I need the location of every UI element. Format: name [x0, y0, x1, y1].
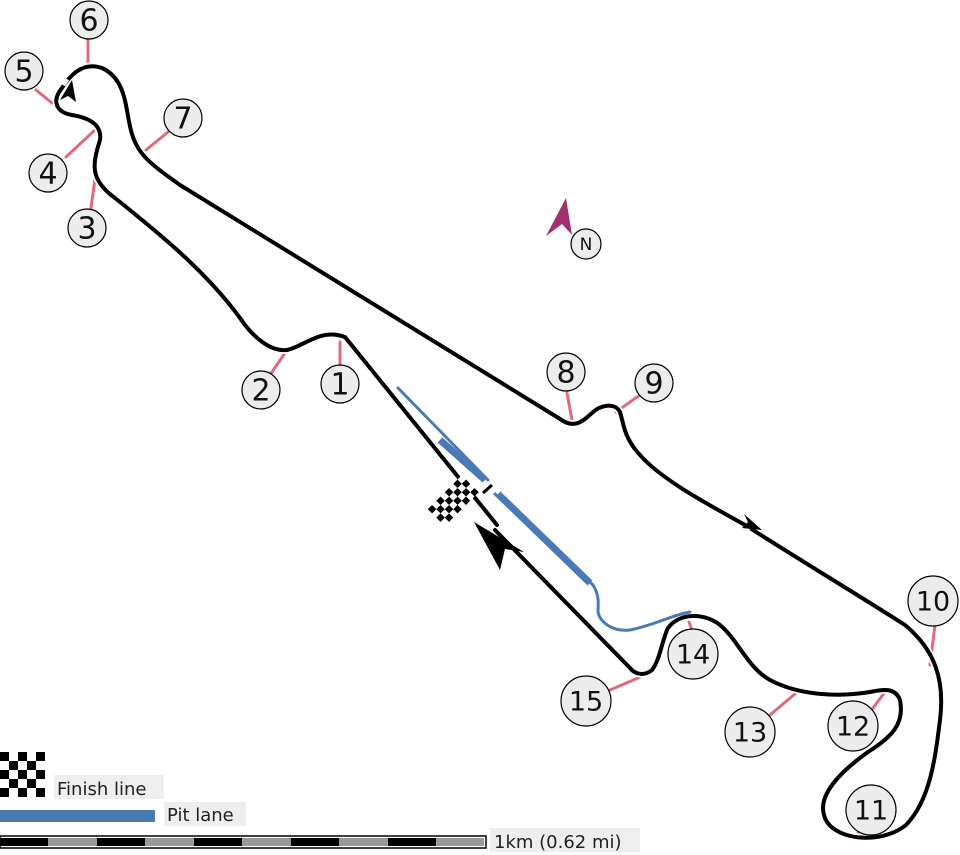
turn-7-label: 7: [173, 102, 192, 137]
legend-pit-lane-swatch: [0, 810, 155, 822]
turn-15: 15: [560, 675, 612, 727]
turn-4-label: 4: [38, 157, 57, 192]
turn-6: 6: [69, 0, 109, 40]
turn-14-label: 14: [676, 640, 710, 671]
direction-arrow-hairpin: [60, 80, 76, 102]
turn-3-label: 3: [77, 212, 96, 247]
legend-finish-line-label: Finish line: [57, 779, 146, 800]
turn-8: 8: [546, 352, 586, 392]
finish-line-mark: [482, 483, 493, 495]
turn-labels: 1 2 3 4 5 6 7 8 9 10 11 12 13 14 15: [4, 0, 959, 836]
turn-1-label: 1: [330, 368, 349, 403]
turn-5-label: 5: [14, 55, 33, 90]
race-track: [54, 64, 944, 840]
turn-14: 14: [667, 628, 719, 680]
turn-7: 7: [163, 98, 203, 138]
turn-12-label: 12: [836, 712, 870, 743]
turn-8-label: 8: [556, 356, 575, 391]
turn-10: 10: [907, 575, 959, 627]
legend: Finish line Pit lane: [0, 752, 246, 826]
turn-3: 3: [67, 208, 107, 248]
north-label: N: [580, 235, 593, 255]
turn-10-label: 10: [916, 587, 950, 618]
scale-label: 1km (0.62 mi): [494, 832, 622, 853]
turn-6-label: 6: [79, 4, 98, 39]
turn-12: 12: [827, 700, 879, 752]
turn-11: 11: [845, 784, 897, 836]
turn-9: 9: [634, 363, 674, 403]
direction-arrow-main: [474, 522, 524, 570]
legend-pit-lane-label: Pit lane: [167, 805, 234, 826]
turn-marker-lines: [34, 38, 937, 835]
track-outline: [52, 62, 945, 842]
turn-2-label: 2: [251, 374, 270, 409]
turn-13-label: 13: [733, 718, 767, 749]
scale-bar: 1km (0.62 mi): [0, 828, 640, 853]
turn-15-label: 15: [569, 687, 603, 718]
turn-11-label: 11: [854, 796, 888, 827]
pit-lane-wide: [437, 437, 593, 586]
turn-1: 1: [320, 364, 360, 404]
track-breaks: [60, 77, 751, 538]
turn-13: 13: [724, 706, 776, 758]
turn-5: 5: [4, 51, 44, 91]
turn-9-label: 9: [644, 367, 663, 402]
direction-arrow-straight: [742, 514, 762, 530]
north-indicator: N: [546, 198, 602, 260]
north-arrow-icon: [546, 198, 572, 236]
legend-finish-flag-icon: [0, 752, 46, 798]
turn-2: 2: [241, 370, 281, 410]
turn-4: 4: [28, 153, 68, 193]
